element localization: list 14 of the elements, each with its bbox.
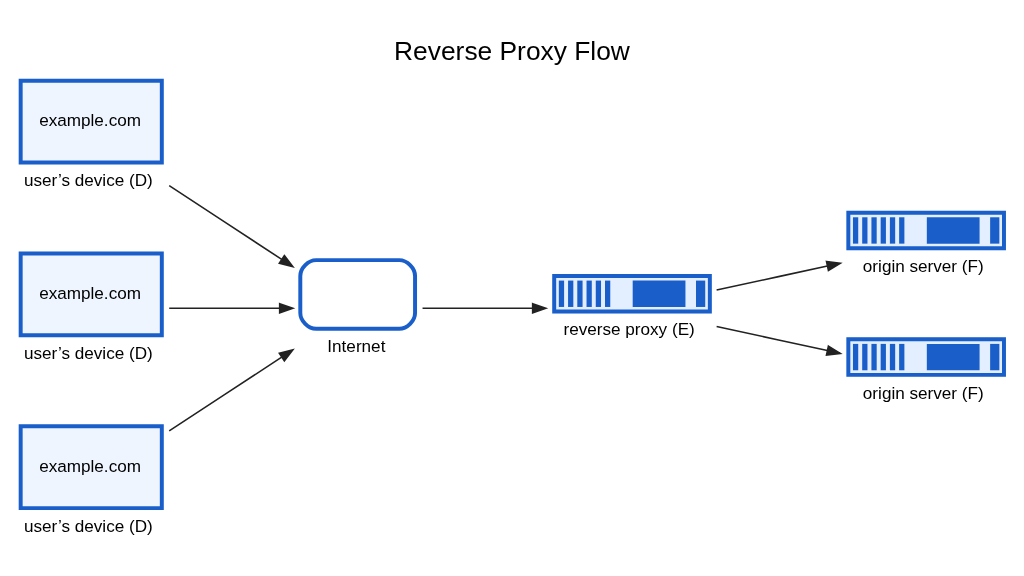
arrow (168, 348, 295, 432)
arrow (715, 325, 843, 356)
diagram-title: Reverse Proxy Flow (394, 35, 630, 66)
node-label: user’s device (D) (23, 515, 153, 536)
node-label: Internet (327, 335, 386, 356)
arrow (168, 184, 295, 268)
node-label: reverse proxy (E) (563, 318, 695, 339)
arrow (168, 302, 296, 314)
arrow (421, 302, 549, 314)
node-label: origin server (F) (862, 382, 984, 402)
node-label: user’s device (D) (23, 342, 153, 363)
node-label: user’s device (D) (23, 169, 153, 190)
node-label: origin server (F) (862, 255, 984, 276)
arrow (715, 260, 843, 291)
